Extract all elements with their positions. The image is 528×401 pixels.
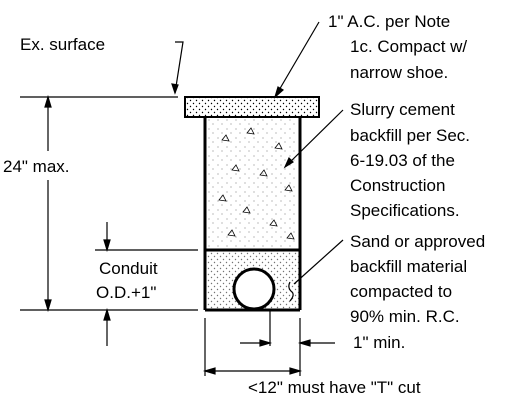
sand-leader: [288, 239, 344, 302]
ac-note-line3: narrow shoe.: [350, 63, 448, 82]
ex-surface-label: Ex. surface: [20, 35, 105, 54]
conduit-dimension: [95, 222, 198, 346]
slurry-note-line2: backfill per Sec.: [350, 126, 470, 145]
slurry-note-line3: 6-19.03 of the: [350, 151, 455, 170]
slurry-note-line5: Specifications.: [350, 201, 460, 220]
sand-note-line1: Sand or approved: [350, 232, 485, 251]
conduit-label-line1: Conduit: [99, 259, 158, 278]
slurry-leader: [283, 109, 344, 169]
width-note-label: <12" must have "T" cut: [248, 378, 421, 397]
slurry-note-line1: Slurry cement: [350, 100, 455, 119]
sand-note-line2: backfill material: [350, 257, 467, 276]
ac-leader: [273, 21, 320, 99]
ac-note-line1: 1" A.C. per Note: [328, 12, 450, 31]
asphalt-cap: [184, 96, 320, 118]
conduit-label-line2: O.D.+1": [96, 283, 156, 302]
width-dimension: [202, 318, 303, 376]
slurry-backfill-zone: [205, 117, 300, 249]
sand-note-line4: 90% min. R.C.: [350, 307, 460, 326]
min-cover-dimension: [240, 309, 335, 347]
aggregate-marks: [218, 127, 295, 240]
ac-note-line2: 1c. Compact w/: [350, 37, 467, 56]
depth-dimension: [20, 94, 198, 313]
slurry-note-line4: Construction: [350, 176, 445, 195]
depth-max-label: 24" max.: [3, 157, 70, 176]
ex-surface-leader: [20, 41, 184, 98]
min-cover-label: 1" min.: [353, 333, 405, 352]
sand-note-line3: compacted to: [350, 282, 452, 301]
conduit-pipe: [232, 267, 276, 311]
